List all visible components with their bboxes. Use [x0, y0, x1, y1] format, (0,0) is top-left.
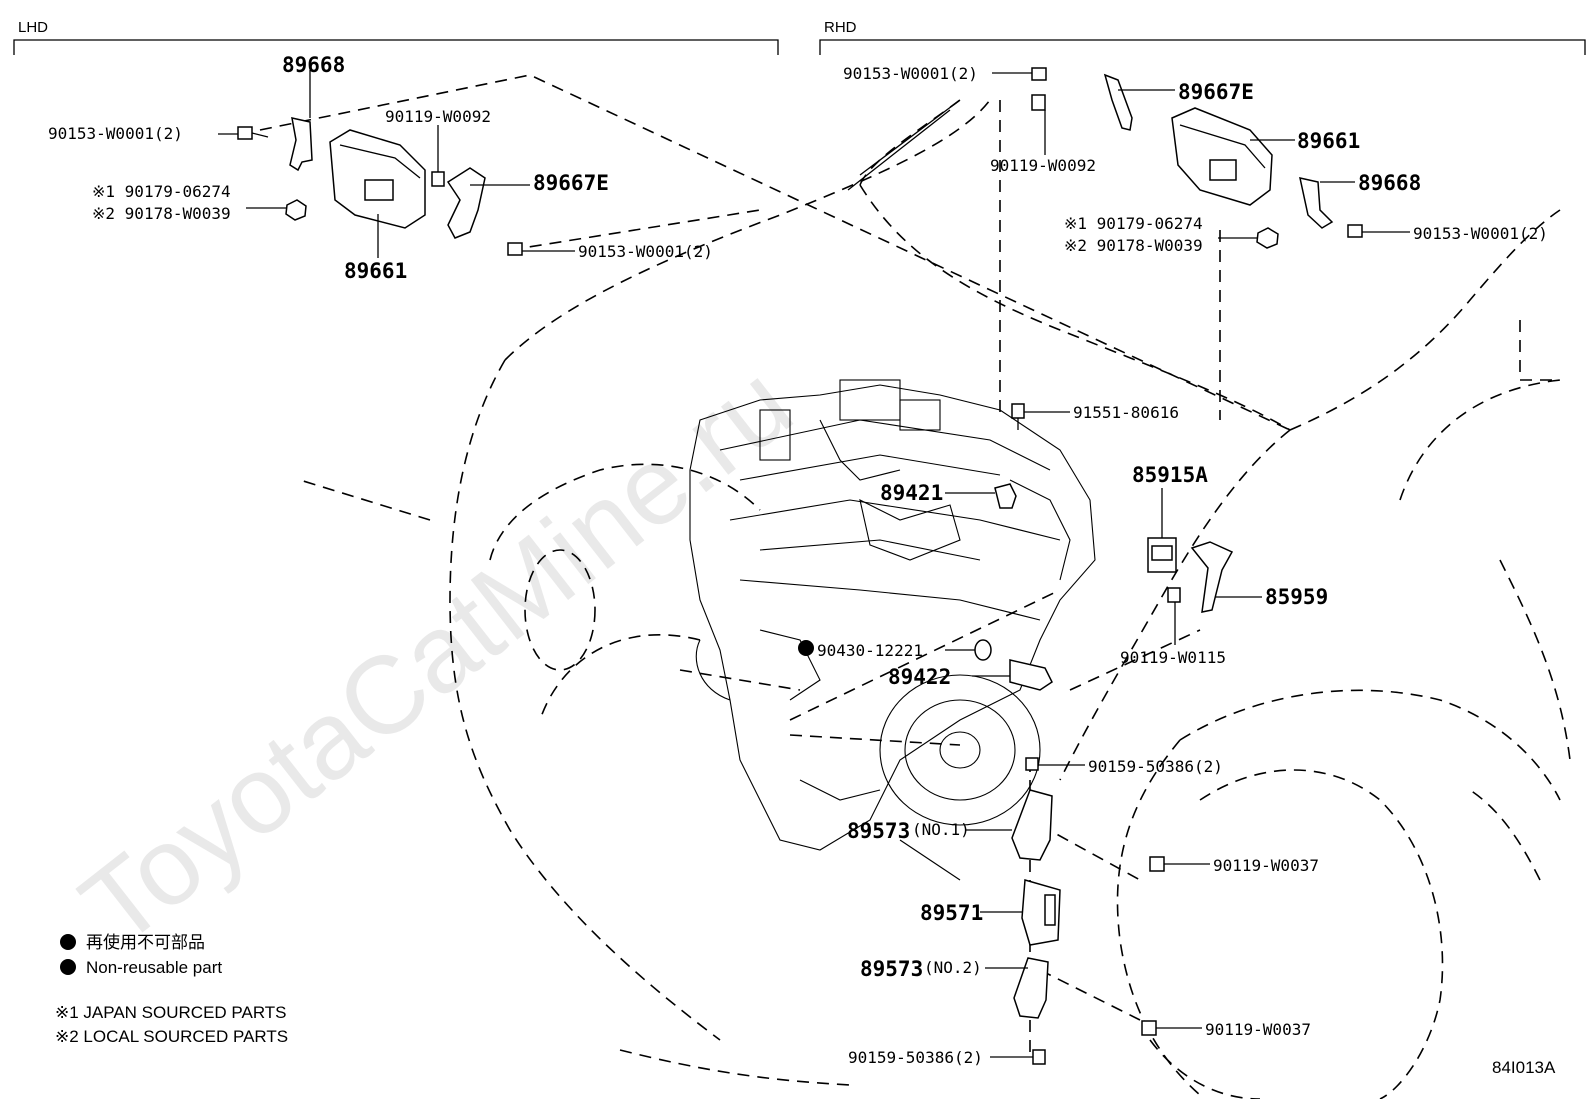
lhd-label-90153-b: 90153-W0001(2) [578, 242, 713, 261]
lhd-bracket-89668[interactable] [289, 117, 313, 172]
lhd-label-nut2: ※2 90178-W0039 [92, 204, 231, 223]
lhd-bracket: LHD [13, 19, 779, 55]
lhd-ecu-89661[interactable] [329, 129, 426, 229]
label-85959: 85959 [1265, 585, 1328, 609]
sensor-89571[interactable] [1021, 879, 1061, 946]
rhd-label-90153-b: 90153-W0001(2) [1413, 224, 1548, 243]
label-89421: 89421 [880, 481, 943, 505]
lhd-bolt-90153-b[interactable] [507, 242, 523, 256]
engine-assembly [689, 379, 1096, 881]
lhd-title: LHD [18, 19, 48, 36]
non-reusable-marker [798, 640, 814, 656]
rhd-label-90119: 90119-W0092 [990, 156, 1096, 175]
main-parts: 91551-80616 89421 85915A 85959 90119-W01… [798, 403, 1328, 1067]
lhd-nut[interactable] [285, 199, 307, 221]
legend: 再使用不可部品 Non-reusable part ※1 JAPAN SOURC… [55, 932, 288, 1046]
lhd-label-nut1: ※1 90179-06274 [92, 182, 231, 201]
legend-note1: ※1 JAPAN SOURCED PARTS [55, 1003, 287, 1022]
label-91551: 91551-80616 [1073, 403, 1179, 422]
label-89573-no2-sub: (NO.2) [924, 958, 982, 977]
rhd-bolt-90153-a[interactable] [1031, 67, 1047, 81]
rhd-label-89661: 89661 [1297, 129, 1360, 153]
rhd-bolt-90119[interactable] [1031, 94, 1046, 111]
bracket-89573-no2[interactable] [1013, 957, 1049, 1019]
legend-jp: 再使用不可部品 [86, 932, 205, 952]
gasket-90430[interactable] [974, 639, 992, 661]
watermark: ToyotaCatMine.ru [59, 341, 814, 969]
lhd-bolt-90153-a[interactable] [237, 126, 269, 140]
legend-en: Non-reusable part [86, 958, 222, 977]
bolt-90159-a[interactable] [1025, 757, 1039, 771]
lhd-label-90119: 90119-W0092 [385, 107, 491, 126]
legend-dot-jp [60, 934, 76, 950]
label-90119-w0037-a: 90119-W0037 [1213, 856, 1319, 875]
bolt-90159-b[interactable] [1032, 1049, 1046, 1065]
vehicle-outline [449, 99, 1571, 1099]
label-90430: 90430-12221 [817, 641, 923, 660]
rhd-label-nut2: ※2 90178-W0039 [1064, 236, 1203, 255]
lhd-label-89668: 89668 [282, 53, 345, 77]
label-89573-no1: 89573 [847, 819, 910, 843]
bolt-90119-w0037-b[interactable] [1141, 1020, 1157, 1036]
rhd-title: RHD [824, 19, 857, 36]
lhd-label-89661: 89661 [344, 259, 407, 283]
rhd-label-90153-a: 90153-W0001(2) [843, 64, 978, 83]
label-89422: 89422 [888, 665, 951, 689]
lhd-parts: 89668 90153-W0001(2) 90119-W0092 89667E … [48, 53, 713, 283]
lhd-bolt-90119[interactable] [431, 171, 445, 187]
label-89571: 89571 [920, 901, 983, 925]
rhd-label-nut1: ※1 90179-06274 [1064, 214, 1203, 233]
bolt-91551[interactable] [1011, 403, 1025, 430]
legend-dot-en [60, 959, 76, 975]
rhd-label-89668: 89668 [1358, 171, 1421, 195]
sensor-89422[interactable] [1009, 659, 1053, 691]
bracket-89573-no1[interactable] [1011, 789, 1053, 861]
rhd-bracket-89667e[interactable] [1103, 73, 1133, 131]
sensor-89421[interactable] [994, 483, 1017, 509]
lhd-bracket-89667e[interactable] [446, 167, 486, 239]
bracket-85959[interactable] [1190, 541, 1234, 613]
label-90119-w0037-b: 90119-W0037 [1205, 1020, 1311, 1039]
label-85915a: 85915A [1132, 463, 1208, 487]
rhd-parts: 90153-W0001(2) 89667E 89661 90119-W0092 … [843, 64, 1548, 255]
label-89573-no2: 89573 [860, 957, 923, 981]
connector-85915a[interactable] [1147, 537, 1177, 573]
bolt-90119-w0037-a[interactable] [1149, 856, 1165, 872]
legend-note2: ※2 LOCAL SOURCED PARTS [55, 1027, 288, 1046]
rhd-bracket: RHD [819, 19, 1586, 55]
rhd-ecu-89661[interactable] [1171, 107, 1273, 206]
rhd-nut[interactable] [1256, 227, 1279, 249]
lhd-label-90153-a: 90153-W0001(2) [48, 124, 183, 143]
bolt-90119-w0115[interactable] [1167, 587, 1181, 603]
label-90159-b: 90159-50386(2) [848, 1048, 983, 1067]
rhd-bolt-90153-b[interactable] [1347, 224, 1363, 238]
rhd-bracket-89668[interactable] [1299, 177, 1334, 229]
rhd-label-89667e: 89667E [1178, 80, 1254, 104]
label-90159-a: 90159-50386(2) [1088, 757, 1223, 776]
lhd-label-89667e: 89667E [533, 171, 609, 195]
label-89573-no1-sub: (NO.1) [912, 820, 970, 839]
diagram-code: 84I013A [1492, 1058, 1556, 1077]
label-90119-w0115: 90119-W0115 [1120, 648, 1226, 667]
